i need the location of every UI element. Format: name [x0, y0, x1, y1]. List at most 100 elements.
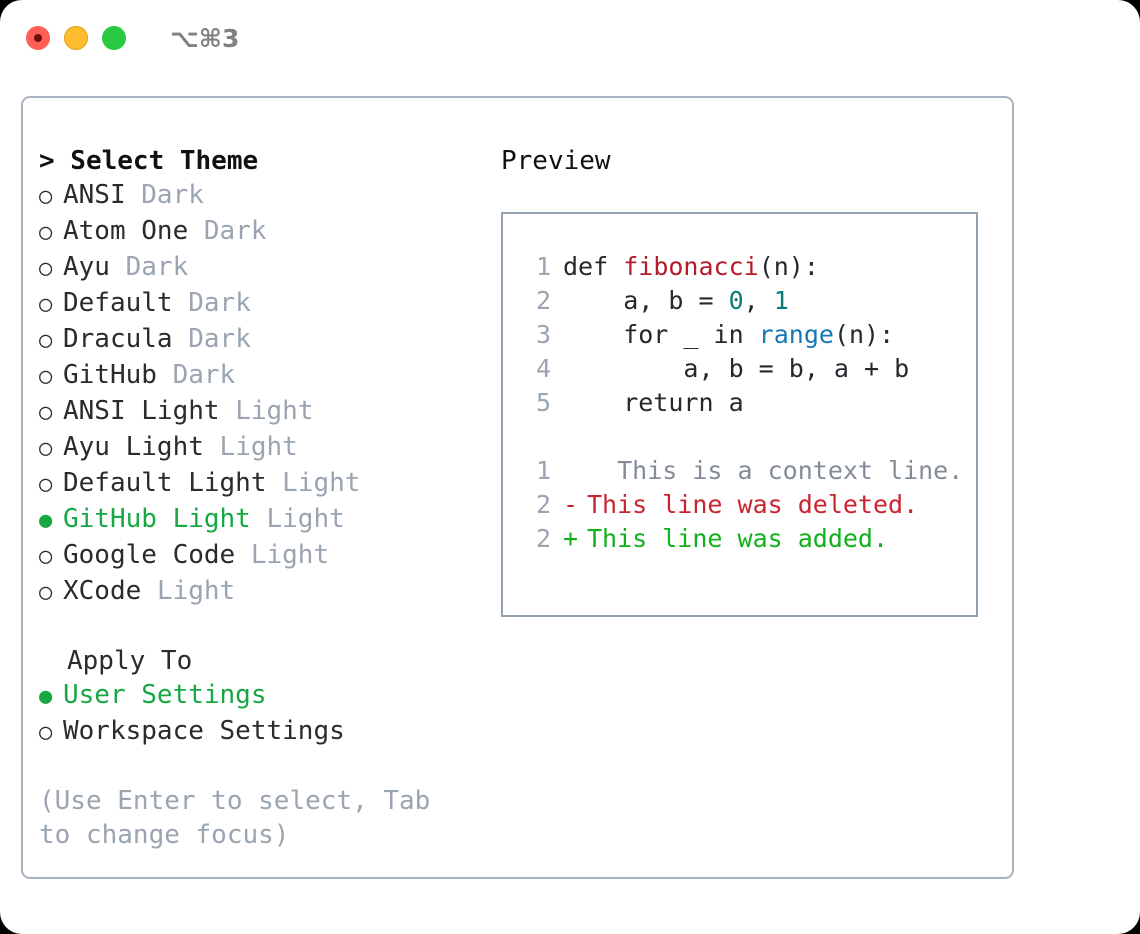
theme-list[interactable]: ○ ANSI Dark ○ Atom One Dark ○ Ayu Dark [39, 178, 479, 610]
preview-code-box: 1 def fibonacci(n): 2 a, b = 0, 1 3 for … [501, 212, 978, 617]
maximize-button[interactable] [102, 26, 126, 50]
line-number: 2 [535, 286, 551, 315]
radio-unselected-icon: ○ [39, 720, 53, 745]
apply-to-option-label: Workspace Settings [63, 716, 345, 746]
radio-selected-icon: ● [39, 684, 53, 709]
code-token: (n): [833, 320, 895, 349]
line-number: 2 [535, 524, 551, 553]
diff-marker [563, 454, 587, 488]
theme-tag: Dark [188, 288, 251, 318]
diff-line-added: 2 + This line was added. [503, 522, 976, 556]
theme-name: Ayu Light [63, 432, 204, 462]
theme-picker-dialog: > Select Theme ○ ANSI Dark ○ Atom One Da… [21, 96, 1014, 879]
theme-name: Default Light [63, 468, 267, 498]
apply-to-option-workspace-settings[interactable]: ○ Workspace Settings [39, 714, 479, 750]
theme-list-item[interactable]: ○ XCode Light [39, 574, 479, 610]
code-token: a, b = b, a + b [563, 354, 910, 383]
keyboard-shortcut-label: ⌥⌘3 [170, 24, 240, 53]
theme-tag: Light [266, 504, 345, 534]
radio-unselected-icon: ○ [39, 472, 53, 497]
theme-name: GitHub [63, 360, 157, 390]
theme-list-item[interactable]: ○ Default Dark [39, 286, 479, 322]
theme-list-item[interactable]: ○ Ayu Light Light [39, 430, 479, 466]
radio-unselected-icon: ○ [39, 364, 53, 389]
theme-tag: Dark [188, 324, 251, 354]
theme-tag: Light [156, 576, 236, 606]
preview-panel: Preview 1 def fibonacci(n): 2 a, b = 0, … [501, 144, 996, 617]
theme-list-item[interactable]: ○ Google Code Light [39, 538, 479, 574]
theme-list-item[interactable]: ○ Dracula Dark [39, 322, 479, 358]
code-content: def fibonacci(n): [563, 250, 819, 284]
code-token: 0 [728, 286, 744, 315]
code-token: (n): [758, 252, 819, 281]
theme-list-item[interactable]: ○ Default Light Light [39, 466, 479, 502]
theme-tag: Dark [125, 252, 189, 282]
theme-name: XCode [63, 576, 142, 606]
code-line: 4 a, b = b, a + b [503, 352, 976, 386]
theme-list-item[interactable]: ○ ANSI Light Light [39, 394, 479, 430]
radio-unselected-icon: ○ [39, 400, 53, 425]
code-token: range [758, 320, 834, 349]
apply-to-heading: Apply To [67, 646, 193, 676]
theme-list-item-selected[interactable]: ● GitHub Light Light [39, 502, 479, 538]
code-token: 1 [773, 286, 789, 315]
theme-name: Dracula [63, 324, 173, 354]
diff-text: This line was deleted. [587, 490, 919, 519]
theme-name: Default [63, 288, 173, 318]
theme-list-item[interactable]: ○ GitHub Dark [39, 358, 479, 394]
theme-name: ANSI Light [63, 396, 220, 426]
code-line: 5 return a [503, 386, 976, 420]
radio-unselected-icon: ○ [39, 580, 53, 605]
code-token: def [563, 252, 624, 281]
diff-line-deleted: 2 - This line was deleted. [503, 488, 976, 522]
diff-text: This is a context line. [587, 456, 964, 485]
apply-to-option-user-settings[interactable]: ● User Settings [39, 678, 479, 714]
theme-name: Google Code [63, 540, 236, 570]
line-number: 1 [535, 456, 551, 485]
radio-unselected-icon: ○ [39, 292, 53, 317]
radio-unselected-icon: ○ [39, 328, 53, 353]
diff-text: This line was added. [587, 524, 889, 553]
diff-marker: - [563, 490, 579, 519]
radio-selected-icon: ● [39, 508, 53, 533]
code-line: 2 a, b = 0, 1 [503, 284, 976, 318]
select-theme-heading: > Select Theme [39, 146, 259, 176]
code-content: a, b = 0, 1 [563, 284, 789, 318]
theme-list-item[interactable]: ○ Ayu Dark [39, 250, 479, 286]
code-token: a, b = [563, 286, 729, 315]
code-line: 3 for _ in range(n): [503, 318, 976, 352]
keyboard-hint-text: (Use Enter to select, Tab to change focu… [39, 786, 431, 850]
radio-unselected-icon: ○ [39, 184, 53, 209]
theme-list-item[interactable]: ○ ANSI Dark [39, 178, 479, 214]
theme-name: GitHub Light [63, 504, 251, 534]
theme-tag: Dark [141, 180, 204, 210]
window-controls [26, 26, 126, 50]
line-number: 2 [535, 490, 551, 519]
code-content: a, b = b, a + b [563, 352, 909, 386]
code-line: 1 def fibonacci(n): [503, 250, 976, 284]
apply-to-list[interactable]: ● User Settings ○ Workspace Settings [39, 678, 479, 750]
code-token: for _ in [563, 320, 759, 349]
code-token: fibonacci [623, 252, 759, 281]
theme-tag: Light [250, 540, 330, 570]
theme-list-item[interactable]: ○ Atom One Dark [39, 214, 479, 250]
radio-unselected-icon: ○ [39, 256, 53, 281]
theme-select-panel: > Select Theme ○ ANSI Dark ○ Atom One Da… [39, 144, 479, 852]
theme-tag: Light [235, 396, 314, 426]
theme-tag: Light [219, 432, 298, 462]
code-content: return a [563, 386, 744, 420]
apply-to-option-label: User Settings [63, 680, 267, 710]
radio-unselected-icon: ○ [39, 220, 53, 245]
radio-unselected-icon: ○ [39, 436, 53, 461]
code-token: , [743, 286, 774, 315]
theme-tag: Light [282, 468, 361, 498]
title-bar: ⌥⌘3 [0, 0, 1140, 76]
line-number: 4 [535, 354, 551, 383]
spacer [39, 610, 479, 644]
minimize-button[interactable] [64, 26, 88, 50]
theme-tag: Dark [172, 360, 236, 390]
close-button[interactable] [26, 26, 50, 50]
radio-unselected-icon: ○ [39, 544, 53, 569]
code-token: return a [563, 388, 744, 417]
